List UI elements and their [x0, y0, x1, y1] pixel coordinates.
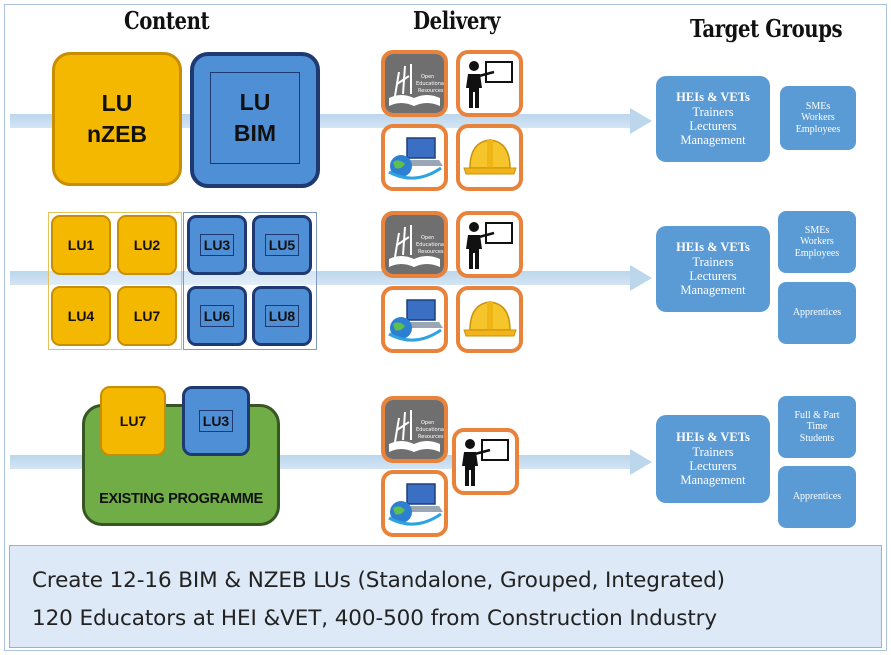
- lu3-label: LU3: [199, 234, 235, 256]
- globe-laptop-icon: [388, 137, 443, 180]
- trainer-tile: [452, 428, 519, 495]
- row3-lu3-block: LU3: [182, 386, 250, 456]
- diagram-frame: [4, 4, 887, 651]
- lu1-label: LU1: [67, 237, 95, 253]
- lu3-block: LU3: [187, 215, 247, 275]
- row2-target-smes: SMEs Workers Employees: [778, 211, 856, 273]
- teacher-at-board-icon: [462, 439, 509, 486]
- row3-time-line: Time: [806, 421, 828, 433]
- row3-fullpart-line: Full & Part: [794, 410, 840, 422]
- teacher-at-board-icon: [466, 61, 513, 108]
- row3-target-line-trainers: Trainers: [692, 444, 734, 459]
- svg-text:Open: Open: [421, 74, 434, 80]
- row2-employees-line: Employees: [794, 247, 840, 259]
- teacher-at-board-icon: [466, 222, 513, 269]
- target-groups-header: Target Groups: [690, 14, 843, 43]
- lu4-block: LU4: [51, 286, 111, 346]
- row1-employees-line: Employees: [795, 123, 841, 135]
- elearning-tile: [381, 286, 448, 353]
- row2-arrowhead: [630, 265, 652, 291]
- footer-line-2: 120 Educators at HEI &VET, 400-500 from …: [32, 606, 718, 631]
- oer-tile: Open Educational Resources: [381, 396, 448, 463]
- svg-text:Educational: Educational: [416, 427, 444, 433]
- svg-text:Open: Open: [421, 235, 434, 241]
- oer-tile: Open Educational Resources: [381, 211, 448, 278]
- lu7-block: LU7: [117, 286, 177, 346]
- open-book-oer-icon: Open Educational Resources: [385, 400, 444, 459]
- lu-nzeb-label: LU nZEB: [86, 89, 148, 147]
- lu7-label: LU7: [133, 308, 161, 324]
- lu-bim-inner: LU BIM: [210, 72, 300, 164]
- construction-tile: [456, 124, 523, 191]
- row2-target-line-trainers: Trainers: [692, 254, 734, 269]
- footer-line-1: Create 12-16 BIM & NZEB LUs (Standalone,…: [32, 568, 725, 593]
- row3-lu7-block: LU7: [100, 386, 166, 456]
- open-book-oer-icon: Open Educational Resources: [385, 54, 444, 113]
- lu5-label: LU5: [264, 234, 300, 256]
- lu4-label: LU4: [67, 308, 95, 324]
- trainer-tile: [456, 50, 523, 117]
- row2-target-title: HEIs & VETs: [676, 240, 750, 255]
- elearning-tile: [381, 470, 448, 537]
- row2-workers-line: Workers: [800, 236, 834, 248]
- svg-text:Open: Open: [421, 420, 434, 426]
- row3-apprentices-line: Apprentices: [792, 491, 842, 503]
- row1-target-line-lecturers: Lecturers: [689, 119, 737, 133]
- row3-target-line-lecturers: Lecturers: [689, 459, 737, 473]
- delivery-header: Delivery: [413, 6, 501, 35]
- row1-arrowhead: [630, 108, 652, 134]
- svg-text:Resources: Resources: [418, 249, 444, 255]
- row3-lu3-label: LU3: [198, 410, 234, 432]
- lu6-block: LU6: [187, 286, 247, 346]
- lu6-label: LU6: [199, 305, 235, 327]
- globe-laptop-icon: [388, 299, 443, 342]
- row2-target-line-lecturers: Lecturers: [689, 269, 737, 283]
- svg-text:Resources: Resources: [418, 434, 444, 440]
- row3-target-students: Full & Part Time Students: [778, 396, 856, 458]
- row3-arrowhead: [630, 449, 652, 475]
- row2-apprentices-line: Apprentices: [792, 307, 842, 319]
- row3-target-apprentices: Apprentices: [778, 466, 856, 528]
- row1-target-hei-vet: HEIs & VETs Trainers Lecturers Managemen…: [656, 76, 770, 162]
- lu-nzeb-block: LU nZEB: [52, 52, 182, 186]
- row3-students-line: Students: [799, 432, 835, 444]
- content-header: Content: [124, 6, 210, 35]
- row1-target-line-trainers: Trainers: [692, 104, 734, 119]
- svg-text:Resources: Resources: [418, 88, 444, 94]
- row1-target-smes: SMEs Workers Employees: [780, 86, 856, 150]
- lu2-label: LU2: [133, 237, 161, 253]
- row2-smes-line: SMEs: [804, 225, 830, 237]
- row3-target-title: HEIs & VETs: [676, 430, 750, 445]
- construction-tile: [456, 286, 523, 353]
- row3-lu7-label: LU7: [119, 413, 147, 429]
- lu-bim-label: LU BIM: [233, 88, 277, 146]
- row2-target-line-management: Management: [680, 283, 746, 298]
- row3-target-hei-vet: HEIs & VETs Trainers Lecturers Managemen…: [656, 415, 770, 503]
- oer-tile: Open Educational Resources: [381, 50, 448, 117]
- row1-workers-line: Workers: [801, 112, 835, 124]
- open-book-oer-icon: Open Educational Resources: [385, 215, 444, 274]
- trainer-tile: [456, 211, 523, 278]
- summary-footer: Create 12-16 BIM & NZEB LUs (Standalone,…: [9, 545, 882, 648]
- svg-text:Educational: Educational: [416, 242, 444, 248]
- lu-bim-block: LU BIM: [190, 52, 320, 188]
- lu8-label: LU8: [264, 305, 300, 327]
- row1-target-line-management: Management: [680, 133, 746, 148]
- globe-laptop-icon: [388, 483, 443, 526]
- hard-hat-icon: [463, 301, 517, 337]
- row1-target-title: HEIs & VETs: [676, 90, 750, 105]
- row3-target-line-management: Management: [680, 473, 746, 488]
- svg-text:Educational: Educational: [416, 81, 444, 87]
- hard-hat-icon: [463, 139, 517, 175]
- lu8-block: LU8: [252, 286, 312, 346]
- row1-smes-line: SMEs: [805, 101, 831, 113]
- row2-target-hei-vet: HEIs & VETs Trainers Lecturers Managemen…: [656, 226, 770, 312]
- row2-target-apprentices: Apprentices: [778, 282, 856, 344]
- lu5-block: LU5: [252, 215, 312, 275]
- lu2-block: LU2: [117, 215, 177, 275]
- lu1-block: LU1: [51, 215, 111, 275]
- elearning-tile: [381, 124, 448, 191]
- existing-programme-label: EXISTING PROGRAMME: [99, 491, 263, 507]
